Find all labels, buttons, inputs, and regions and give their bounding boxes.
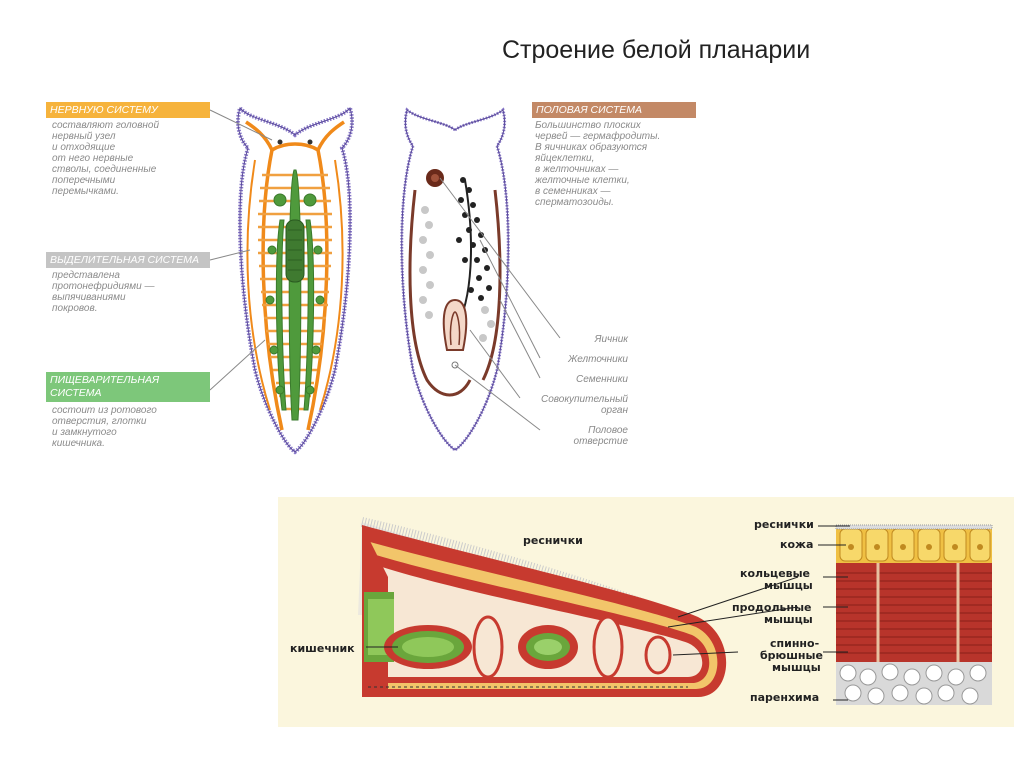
body-outline — [400, 107, 510, 452]
body-wall-cross-section — [358, 517, 993, 705]
desc-line: отверстия, глотки — [52, 416, 147, 427]
cilia-top-label: реснички — [523, 534, 583, 547]
desc-line: выпячиваниями — [52, 292, 126, 303]
desc-line: сперматозоиды. — [535, 197, 614, 208]
excretory-system-tag: ВЫДЕЛИТЕЛЬНАЯ СИСТЕМА — [46, 252, 210, 268]
genital-opening-label: Половое — [588, 425, 628, 436]
intestine-label: кишечник — [290, 642, 355, 655]
desc-line: В яичниках образуются — [535, 142, 648, 153]
copulatory-organ — [442, 298, 468, 351]
testes — [419, 206, 495, 342]
desc-line: от него нервные — [52, 153, 134, 164]
desc-line: червей — гермафродиты. — [535, 131, 661, 142]
vitellaria-label: Желточники — [568, 354, 628, 365]
planaria-systems-drawing — [236, 103, 354, 455]
desc-line: и замкнутого — [52, 427, 117, 438]
copulatory-organ-label: Совокупительный — [540, 394, 628, 405]
cilia-label: реснички — [754, 518, 814, 531]
desc-line: протонефридиями — — [52, 281, 155, 292]
desc-line: и отходящие — [52, 142, 116, 153]
genital-opening-label-2: отверстие — [573, 436, 628, 447]
longitudinal-muscles-label-2: мышцы — [764, 613, 813, 626]
digestive-system-tag: ПИЩЕВАРИТЕЛЬНАЯ СИСТЕМА — [46, 372, 210, 402]
circular-muscles-label-2: мышцы — [764, 579, 813, 592]
desc-line: поперечными — [52, 175, 116, 186]
circular-muscles-label: кольцевые — [740, 567, 811, 580]
reproductive-system-tag: ПОЛОВАЯ СИСТЕМА — [532, 102, 696, 118]
desc-line: перемычками. — [52, 186, 119, 197]
pharynx — [285, 219, 305, 283]
desc-line: состоит из ротового — [52, 405, 157, 416]
page-title: Строение белой планарии — [502, 36, 811, 64]
copulatory-organ-label-2: орган — [600, 405, 628, 416]
parenchyma-label: паренхима — [750, 691, 820, 704]
dorsoventral-muscles-label-2: брюшные — [760, 649, 823, 662]
planaria-reproductive-drawing — [400, 107, 510, 452]
desc-line: в семенниках — — [535, 186, 611, 197]
desc-line: кишечника. — [52, 438, 105, 449]
dorsoventral-muscles-label: спинно- — [770, 637, 820, 650]
skin-label: кожа — [780, 538, 814, 551]
desc-line: Большинство плоских — [535, 120, 641, 131]
longitudinal-muscles-label: продольные — [732, 601, 812, 614]
desc-line: покровов. — [52, 303, 98, 314]
testes-label: Семенники — [576, 374, 628, 385]
digestive-tag-line: СИСТЕМА — [50, 387, 102, 399]
desc-line: в желточниках — — [535, 164, 619, 175]
digestive-tag-line: ПИЩЕВАРИТЕЛЬНАЯ — [50, 374, 160, 386]
desc-line: представлена — [52, 270, 120, 281]
dorsoventral-muscles-label-3: мышцы — [772, 661, 821, 674]
nervous-system-tag: НЕРВНУЮ СИСТЕМУ — [46, 102, 210, 118]
desc-line: нервный узел — [52, 131, 116, 142]
desc-line: составляют головной — [52, 120, 160, 131]
desc-line: яйцеклетки, — [535, 153, 595, 164]
desc-line: желточные клетки, — [535, 175, 630, 186]
desc-line: стволы, соединенные — [52, 164, 157, 175]
ovary-label: Яичник — [594, 334, 628, 345]
vitellaria — [456, 177, 492, 301]
